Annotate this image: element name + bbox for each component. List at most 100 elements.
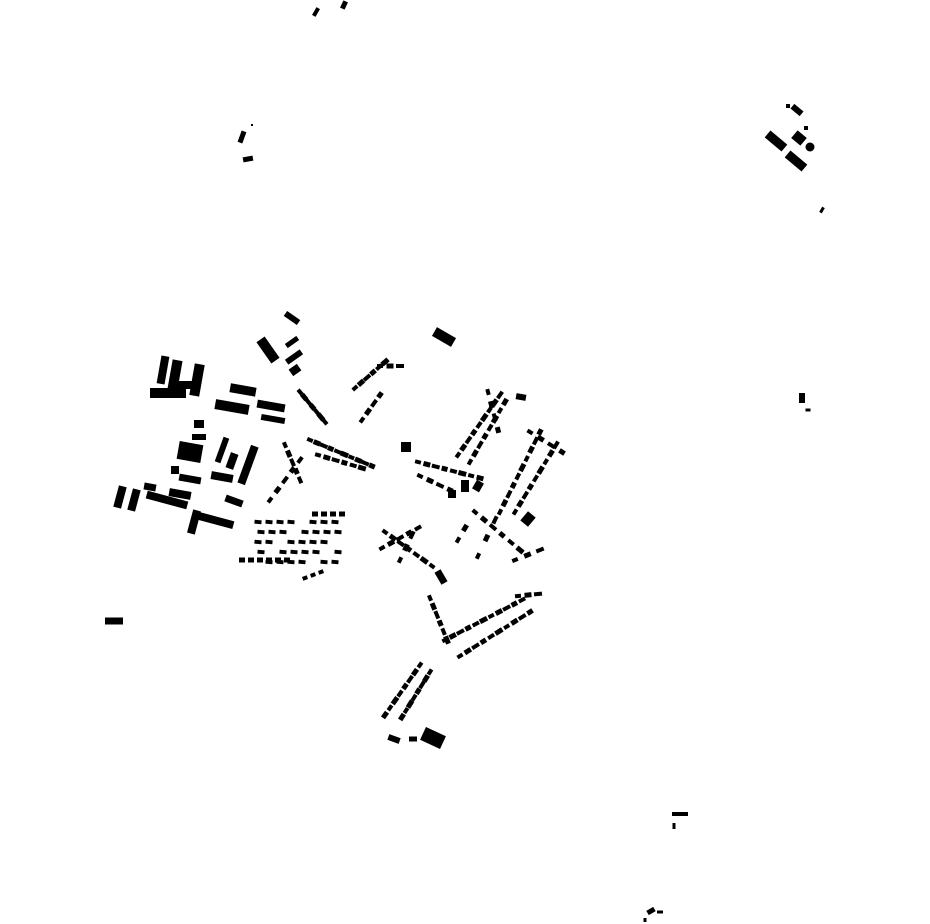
building bbox=[472, 479, 484, 493]
building bbox=[523, 455, 530, 463]
building bbox=[316, 412, 326, 422]
building bbox=[441, 636, 449, 644]
building bbox=[523, 551, 532, 559]
building bbox=[498, 530, 506, 539]
building bbox=[363, 407, 373, 416]
building bbox=[500, 498, 509, 508]
building bbox=[396, 556, 404, 564]
building bbox=[510, 617, 519, 626]
building bbox=[340, 0, 348, 10]
building bbox=[314, 452, 322, 458]
building bbox=[229, 383, 257, 397]
building bbox=[194, 420, 204, 428]
building bbox=[395, 534, 405, 542]
building bbox=[266, 557, 272, 563]
building bbox=[784, 150, 808, 172]
building bbox=[672, 812, 688, 816]
building bbox=[502, 604, 512, 612]
building bbox=[322, 454, 331, 461]
building bbox=[127, 488, 141, 512]
building bbox=[254, 519, 262, 525]
building bbox=[360, 459, 370, 467]
building bbox=[491, 515, 499, 525]
building bbox=[320, 559, 328, 565]
building bbox=[478, 615, 489, 625]
building bbox=[422, 674, 430, 683]
building bbox=[276, 519, 284, 525]
building bbox=[288, 466, 297, 474]
building bbox=[431, 327, 457, 347]
building bbox=[401, 682, 409, 691]
building bbox=[254, 539, 262, 545]
building bbox=[471, 642, 481, 651]
building bbox=[349, 462, 358, 469]
building bbox=[486, 423, 494, 432]
building bbox=[347, 454, 355, 461]
building bbox=[474, 552, 482, 560]
building bbox=[672, 823, 676, 829]
building bbox=[388, 533, 398, 542]
building bbox=[176, 441, 204, 463]
building bbox=[409, 736, 417, 742]
building bbox=[170, 381, 200, 389]
building bbox=[786, 104, 790, 108]
building bbox=[171, 466, 179, 474]
building bbox=[288, 363, 302, 377]
building bbox=[242, 155, 254, 163]
building bbox=[501, 397, 509, 407]
building bbox=[260, 413, 286, 425]
building bbox=[308, 403, 317, 411]
building bbox=[301, 549, 309, 555]
building bbox=[334, 549, 342, 555]
building bbox=[457, 470, 467, 477]
building bbox=[471, 449, 479, 458]
building bbox=[428, 562, 436, 570]
building bbox=[448, 632, 457, 640]
building bbox=[283, 310, 301, 326]
building bbox=[431, 463, 441, 470]
building bbox=[657, 910, 663, 914]
building bbox=[275, 557, 281, 563]
building bbox=[287, 539, 295, 545]
building bbox=[515, 393, 527, 401]
building bbox=[257, 557, 263, 563]
building bbox=[426, 668, 434, 676]
building bbox=[368, 462, 376, 470]
building bbox=[433, 610, 441, 620]
building bbox=[479, 412, 489, 423]
building bbox=[386, 539, 396, 547]
building bbox=[471, 620, 480, 628]
building bbox=[546, 441, 556, 450]
building bbox=[494, 426, 502, 434]
building bbox=[558, 448, 566, 456]
building bbox=[378, 544, 386, 552]
building bbox=[427, 594, 433, 602]
building bbox=[386, 704, 394, 712]
building bbox=[301, 575, 309, 581]
building bbox=[469, 428, 478, 437]
building bbox=[237, 444, 259, 486]
building bbox=[358, 416, 366, 424]
building bbox=[531, 474, 540, 483]
building bbox=[410, 667, 420, 677]
building bbox=[517, 596, 527, 604]
building bbox=[265, 519, 273, 525]
building bbox=[398, 712, 406, 722]
building bbox=[414, 687, 422, 696]
building bbox=[239, 557, 245, 563]
building bbox=[323, 529, 331, 535]
building bbox=[339, 511, 345, 517]
building bbox=[357, 464, 367, 472]
building bbox=[546, 449, 555, 458]
building bbox=[440, 627, 447, 636]
building bbox=[396, 364, 404, 368]
building bbox=[408, 530, 416, 540]
building bbox=[418, 680, 426, 690]
building bbox=[387, 734, 401, 744]
building bbox=[143, 482, 157, 492]
building bbox=[105, 617, 123, 625]
building bbox=[306, 436, 314, 444]
building bbox=[805, 408, 811, 412]
building bbox=[643, 918, 647, 922]
